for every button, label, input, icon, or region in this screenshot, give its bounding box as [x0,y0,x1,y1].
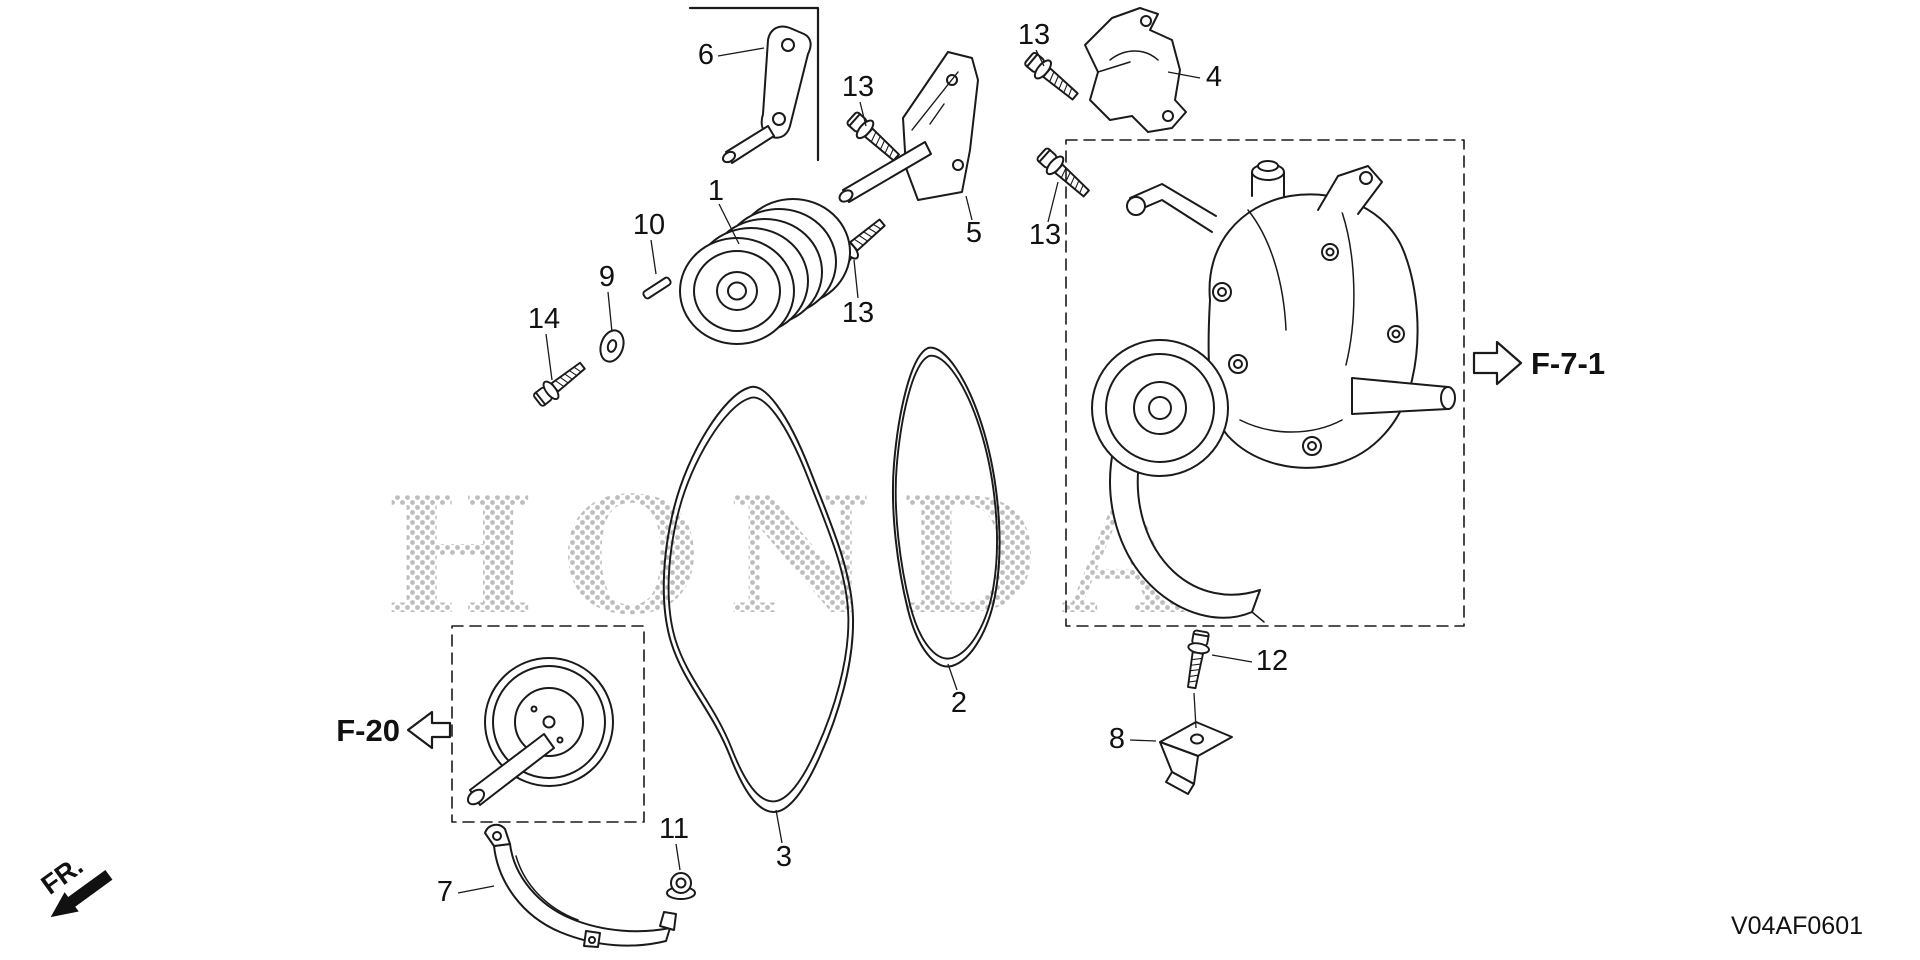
part-13-bolt-c [1033,144,1095,203]
callout-6[interactable]: 6 [698,39,714,71]
drawing-code: V04AF0601 [1731,912,1863,940]
callout-13c[interactable]: 13 [1029,219,1061,251]
part-13-bolt-b [1021,48,1084,106]
callout-11[interactable]: 11 [659,813,689,845]
part-9-washer [599,329,625,363]
leader-lines [457,47,1253,894]
ref-f71-arrow[interactable] [1472,340,1523,386]
pump-shaft [1351,377,1449,415]
pump-assembly [1091,160,1456,623]
part-11-nut [666,872,696,900]
callout-14[interactable]: 14 [528,303,560,335]
callout-8[interactable]: 8 [1109,723,1125,755]
part-13-bolt-a [843,108,905,167]
callout-10[interactable]: 10 [633,209,665,241]
ref-f20-arrow[interactable] [406,710,452,750]
callout-12[interactable]: 12 [1256,645,1288,677]
callout-5[interactable]: 5 [966,217,982,249]
callout-7[interactable]: 7 [437,876,453,908]
pump-lower-bracket [1109,439,1261,619]
callout-9[interactable]: 9 [599,261,615,293]
callout-3[interactable]: 3 [776,841,792,873]
callout-1[interactable]: 1 [708,175,724,207]
callout-13a[interactable]: 13 [842,71,874,103]
part-8-bracket [1159,721,1233,795]
part-4-bracket [1084,7,1187,133]
detail-frame-corner [688,6,820,162]
front-direction-marker: FR. [36,851,113,918]
honda-watermark: HONDA [384,462,1214,650]
pulley-detail-dashed-box [451,625,645,823]
part-10-key [642,276,672,300]
ref-f71-label[interactable]: F-7-1 [1531,346,1605,381]
front-arrow-icon [50,869,113,918]
part-1-pulley [679,198,851,345]
part-5-plate [838,51,979,203]
callout-2[interactable]: 2 [951,687,967,719]
part-7-cover [484,823,677,948]
callout-13b[interactable]: 13 [1018,19,1050,51]
f20-pulley [466,657,614,806]
pump-detail-dashed-box [1065,139,1465,627]
part-6-bracket [721,25,812,164]
callout-4[interactable]: 4 [1206,61,1222,93]
callout-13d[interactable]: 13 [842,297,874,329]
ref-f20-label[interactable]: F-20 [336,713,400,748]
part-14-bolt [530,356,590,411]
